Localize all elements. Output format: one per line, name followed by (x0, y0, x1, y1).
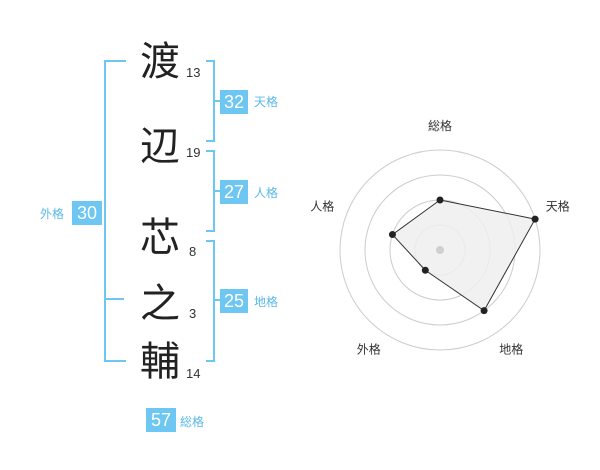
stroke-count-2: 19 (186, 145, 201, 160)
radar-ring-4 (339, 149, 541, 351)
radar-axis-label-4: 外格 (357, 342, 381, 357)
tenkaku-connector (213, 100, 220, 102)
name-char-1: 渡 (140, 39, 180, 85)
chikaku-connector (213, 299, 220, 301)
name-char-5: 輔 (140, 339, 180, 385)
jinkaku-badge: 27 (220, 180, 248, 204)
radar-axis-label-3: 地格 (499, 342, 523, 357)
stroke-count-3: 8 (189, 244, 197, 259)
gaikaku-badge: 30 (72, 201, 102, 225)
stroke-count-4: 3 (189, 306, 197, 321)
gaikaku-bracket (104, 60, 126, 362)
stroke-count-5: 14 (186, 366, 201, 381)
chikaku-label: 地格 (254, 295, 279, 309)
tenkaku-badge: 32 (220, 90, 248, 114)
name-char-2: 辺 (140, 124, 180, 170)
soukaku-label: 総格 (180, 415, 205, 429)
radar-point-1 (436, 196, 444, 204)
radar-axis-label-5: 人格 (310, 198, 334, 213)
chikaku-bracket (206, 240, 215, 362)
jinkaku-connector (213, 190, 220, 192)
radar-point-2 (531, 215, 539, 223)
radar-point-4 (421, 266, 429, 274)
radar-axis-label-2: 天格 (546, 198, 570, 213)
radar-point-5 (388, 231, 396, 239)
chikaku-badge: 25 (220, 289, 248, 313)
gaikaku-divider (106, 298, 124, 300)
name-char-4: 之 (140, 281, 180, 327)
gaikaku-label: 外格 (40, 207, 65, 221)
radar-value-polygon (391, 199, 536, 312)
name-char-3: 芯 (140, 215, 180, 261)
radar-point-3 (480, 307, 488, 315)
jinkaku-label: 人格 (254, 186, 279, 200)
radar-axis-label-1: 総格 (428, 118, 452, 133)
tenkaku-label: 天格 (254, 95, 279, 109)
stroke-count-1: 13 (186, 65, 201, 80)
soukaku-badge: 57 (146, 408, 176, 432)
radar-center-dot (436, 246, 444, 254)
